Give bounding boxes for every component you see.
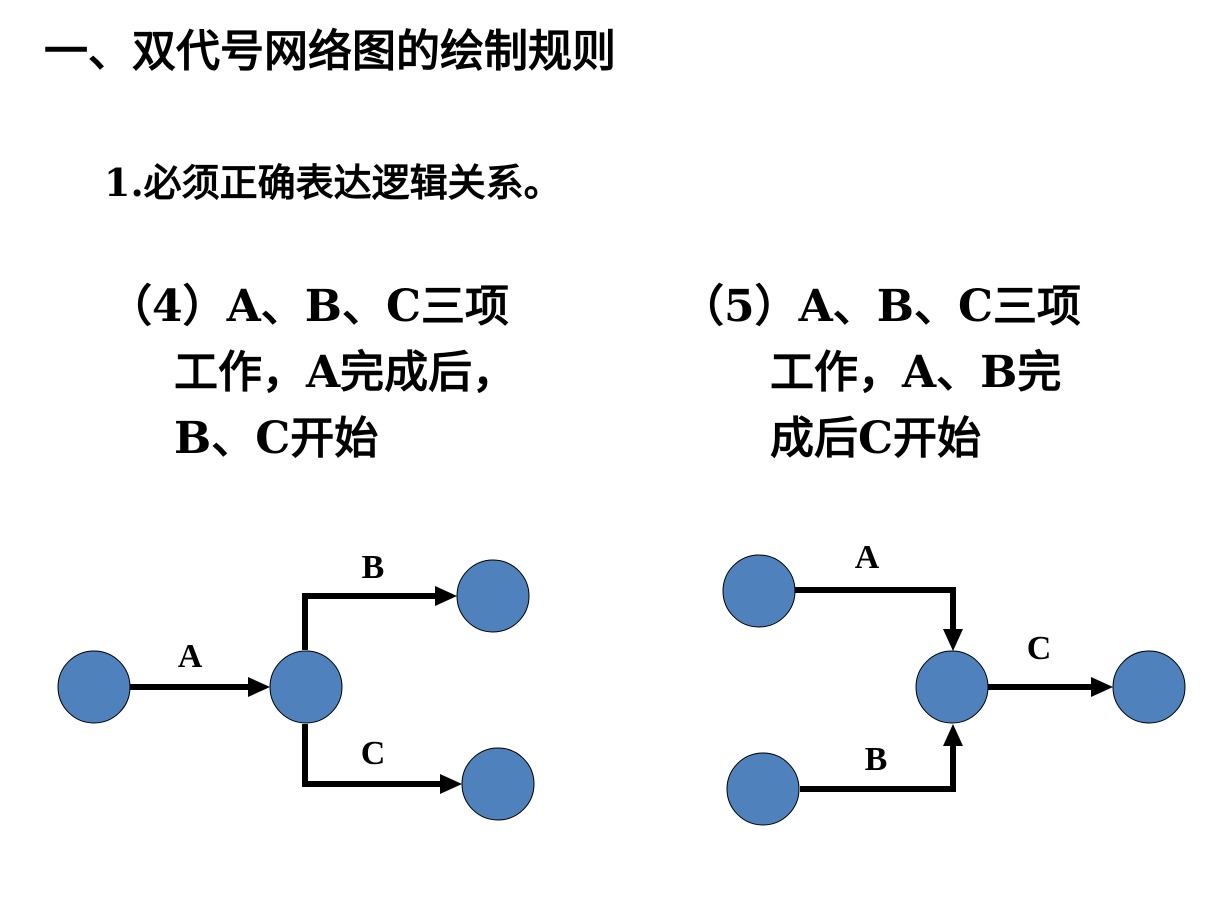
case-5-line-2: 工作，A、B完 [770,347,1062,398]
case-5-network: A B C [722,539,1186,826]
case-5-label-c: C [1027,630,1052,667]
case-4-description: （4）A、B、C三项 工作，A完成后， B、C开始 [108,274,516,472]
case-4-end-node-c [461,747,535,821]
case-4-network: A B C [57,549,535,821]
case-4-arrow-b [302,593,436,650]
case-4-start-node [57,650,131,724]
case-4-end-node-b [456,559,530,633]
case-4-arrowhead-c [440,774,462,794]
case-5-middle-node [915,650,989,724]
case-4-line-3: B、C开始 [174,413,379,464]
case-4-middle-node [269,650,343,724]
case-5-line-1: （5）A、B、C三项 [680,281,1081,332]
case-4-label-c: C [361,735,386,772]
case-5-arrowhead-a [943,629,963,651]
case-4-line-1: （4）A、B、C三项 [108,281,509,332]
case-5-start-node-a [722,554,796,628]
case-5-arrow-b [800,745,956,792]
case-5-label-a: A [855,539,880,576]
case-5-arrow-a [795,587,956,630]
case-5-end-node [1112,650,1186,724]
case-5-description: （5）A、B、C三项 工作，A、B完 成后C开始 [680,274,1081,472]
case-4-label-b: B [362,549,385,586]
case-4-arrow-c [302,724,441,787]
case-5-line-3: 成后C开始 [770,413,982,464]
case-4-label-a: A [178,638,203,675]
case-5-arrowhead-b [943,724,963,746]
case-5-label-b: B [865,741,888,778]
rule-heading: 1.必须正确表达逻辑关系。 [104,160,562,205]
case-4-arrowhead-a [248,677,270,697]
case-4-arrowhead-b [435,586,457,606]
case-5-start-node-b [726,752,800,826]
case-5-arrowhead-c [1091,677,1113,697]
page-title: 一、双代号网络图的绘制规则 [44,26,616,77]
case-4-line-2: 工作，A完成后， [174,347,517,398]
